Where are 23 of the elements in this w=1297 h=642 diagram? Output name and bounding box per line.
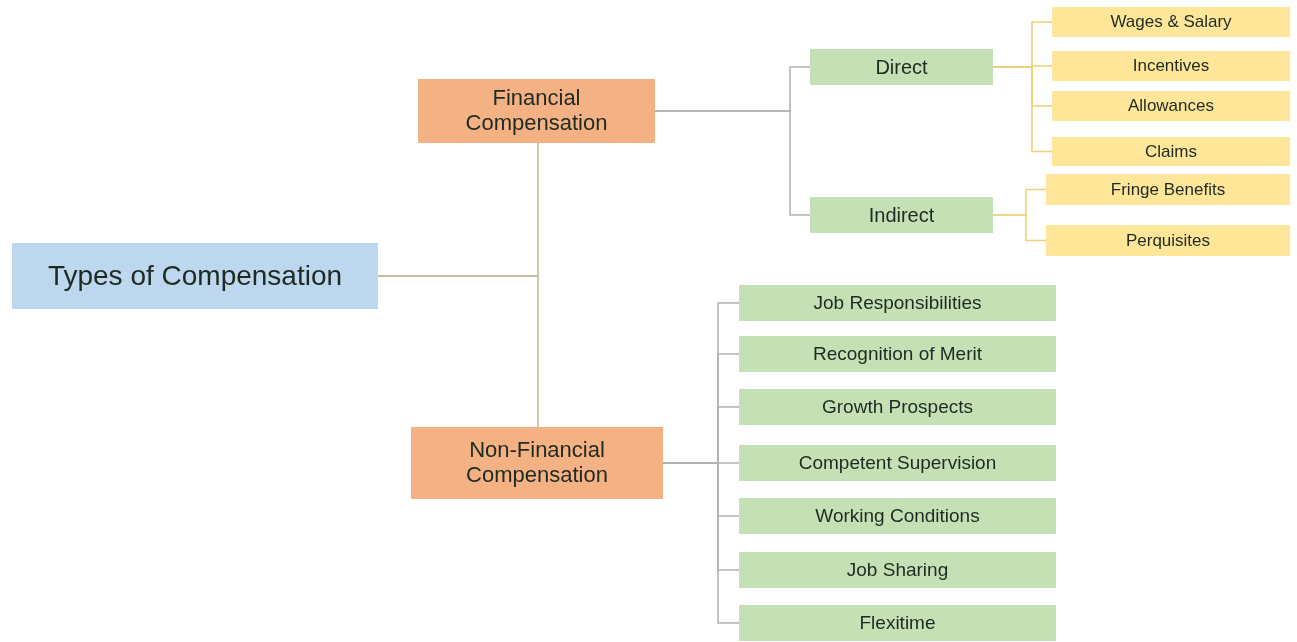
category-box: Flexitime — [739, 605, 1056, 641]
category-box: Financial Compensation — [418, 79, 655, 143]
connector-line — [654, 110, 811, 216]
category-box: Working Conditions — [739, 498, 1056, 534]
category-box: Job Responsibilities — [739, 285, 1056, 321]
category-box: Fringe Benefits — [1046, 174, 1290, 205]
category-box: Non-Financial Compensation — [411, 427, 663, 499]
category-box: Wages & Salary — [1052, 7, 1290, 37]
category-box: Job Sharing — [739, 552, 1056, 588]
category-box: Direct — [810, 49, 993, 85]
category-box: Incentives — [1052, 51, 1290, 81]
category-box: Recognition of Merit — [739, 336, 1056, 372]
connector-line — [377, 275, 539, 428]
connector-line — [662, 462, 740, 624]
category-box: Competent Supervision — [739, 445, 1056, 481]
category-box: Indirect — [810, 197, 993, 233]
category-box: Claims — [1052, 137, 1290, 166]
category-box: Growth Prospects — [739, 389, 1056, 425]
connector-line — [992, 214, 1047, 242]
category-box: Allowances — [1052, 91, 1290, 121]
category-box: Types of Compensation — [12, 243, 378, 309]
category-box: Perquisites — [1046, 225, 1290, 256]
connector-line — [992, 66, 1053, 153]
